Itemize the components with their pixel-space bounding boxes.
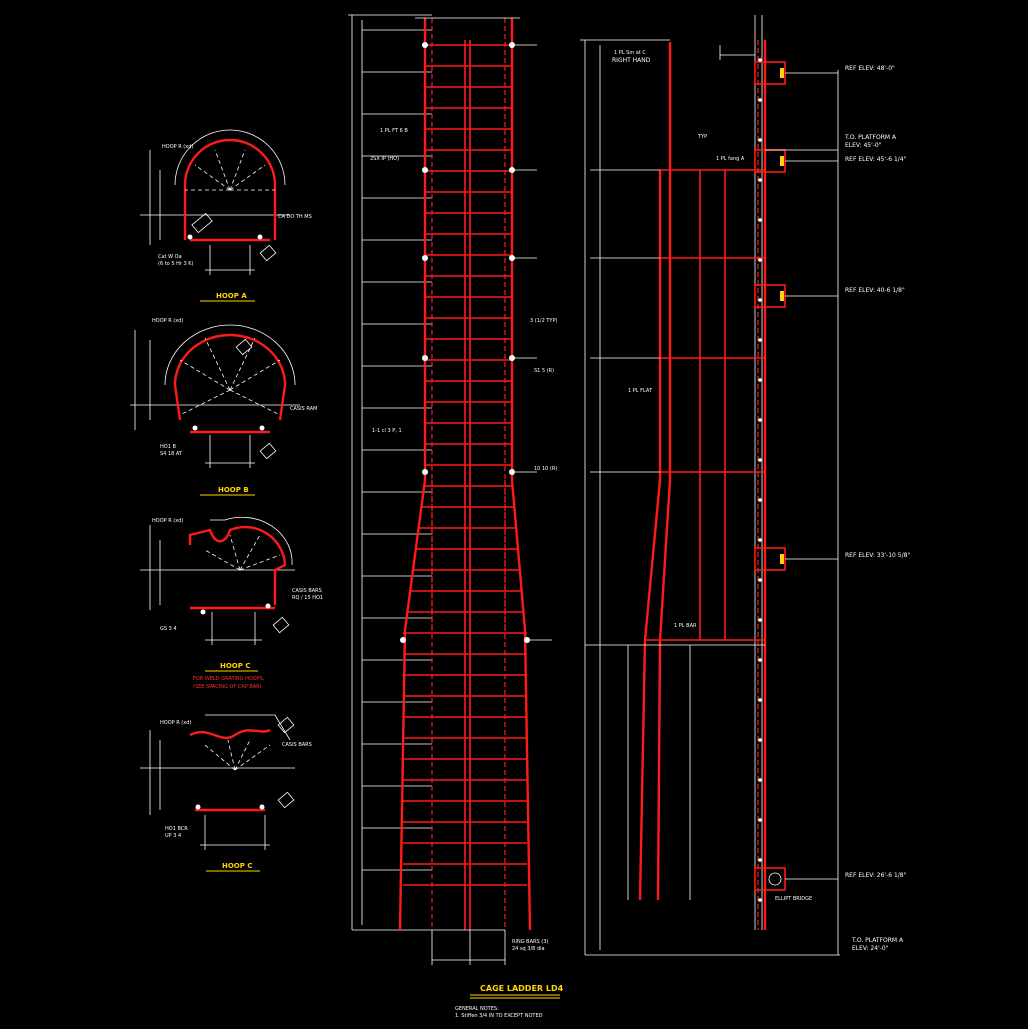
drawing-title-block: CAGE LADDER LD4 GENERAL NOTES: 1. Stiffe… bbox=[455, 984, 564, 1019]
elev-label-7: REF ELEV: 26'-6 1/8" bbox=[845, 872, 907, 879]
hoop-c2-note-1: HOOP R (xd) bbox=[160, 720, 191, 726]
cage-dot bbox=[758, 218, 762, 222]
front-label-5: S1 5 (R) bbox=[534, 368, 554, 374]
cage-dot bbox=[758, 98, 762, 102]
ladder-side-view: 1 PL Sm at C RIGHT HAND TYP 1 PL fang A … bbox=[580, 15, 840, 956]
rung-joint bbox=[422, 469, 428, 475]
cage-dot bbox=[758, 258, 762, 262]
hoop-b-note-4: S4 18 AT bbox=[160, 451, 183, 457]
cage-dot bbox=[758, 58, 762, 62]
cage-dot bbox=[758, 538, 762, 542]
elev-label-8: T.O. PLATFORM A bbox=[851, 937, 904, 944]
side-label-3: TYP bbox=[697, 134, 707, 140]
elev-label-1: REF ELEV: 48'-0" bbox=[845, 65, 895, 72]
hoop-c1-note-1: HOOP R (xd) bbox=[152, 518, 183, 524]
elev-label-4: REF ELEV: 45'-6 1/4" bbox=[845, 156, 907, 163]
hoop-c1-detail: HOOP R (xd) CASIS BARS RQ / 15 HO1 GS 3 … bbox=[140, 516, 323, 690]
ladder-front-view: 1 PL FT 6 B 1-1 cl 3 P, 1 2SX IP (HO) 3 … bbox=[348, 14, 557, 965]
front-label-4: 3 (1/2 TYP) bbox=[530, 318, 557, 324]
side-label-2: RIGHT HAND bbox=[612, 57, 651, 64]
elev-label-2: T.O. PLATFORM A bbox=[844, 134, 897, 141]
hoop-c1-note-4: GS 3 4 bbox=[160, 626, 177, 632]
side-rung-dots bbox=[758, 58, 762, 902]
elevation-labels: REF ELEV: 48'-0" T.O. PLATFORM A ELEV: 4… bbox=[844, 65, 910, 952]
cage-dot bbox=[758, 778, 762, 782]
hoop-c1-note-3: RQ / 15 HO1 bbox=[292, 595, 323, 601]
hoop-a-detail: HOOP R (xd) CA DO TH MS Cat W Oa (6 to 5… bbox=[140, 129, 312, 302]
front-bottom-note-2: 24 sq 3/8 dia bbox=[512, 946, 545, 952]
hoop-b-note-2: CASIS RAM bbox=[290, 406, 317, 412]
cage-dot bbox=[758, 618, 762, 622]
hoop-a-note-4: (6 to 5 Hr 3 K) bbox=[158, 261, 194, 267]
hoop-c1-title: HOOP C bbox=[220, 662, 250, 670]
cage-dot bbox=[758, 338, 762, 342]
rung-joint bbox=[422, 167, 428, 173]
hoop-c2-note-4: UP 3 4 bbox=[165, 833, 181, 839]
cage-dot bbox=[758, 458, 762, 462]
hoop-a-title: HOOP A bbox=[216, 292, 247, 300]
cage-dot bbox=[758, 138, 762, 142]
ladder-rungs bbox=[400, 42, 552, 886]
elev-label-5: REF ELEV: 40-6 1/8" bbox=[845, 287, 905, 294]
side-label-4: 1 PL fang A bbox=[716, 156, 745, 162]
rung-joint bbox=[422, 255, 428, 261]
cage-dot bbox=[758, 298, 762, 302]
front-bottom-note-1: RING BARS (3) bbox=[512, 939, 548, 945]
cage-dot bbox=[758, 178, 762, 182]
front-label-3: 2SX IP (HO) bbox=[370, 156, 399, 162]
hoop-b-title: HOOP B bbox=[218, 486, 249, 494]
general-notes-heading: GENERAL NOTES: bbox=[455, 1006, 499, 1012]
general-notes-line-1: 1. Stiffen 3/4 IN TO EXCEPT NOTED bbox=[455, 1013, 543, 1019]
elev-label-9: ELEV: 24'-0" bbox=[852, 945, 889, 952]
side-label-1: 1 PL Sm at C bbox=[614, 50, 646, 56]
front-dim-ticks bbox=[362, 29, 432, 871]
hoop-b-note-3: HO1 B bbox=[160, 444, 176, 450]
hoop-a-note-2: CA DO TH MS bbox=[278, 214, 312, 220]
hoop-c-note-line-1: FOR WELD GRATING HOOPS, bbox=[193, 676, 265, 682]
elev-label-6: REF ELEV: 33'-10 5/8" bbox=[845, 552, 910, 559]
cage-dot bbox=[758, 378, 762, 382]
hoop-a-note-1: HOOP R (xd) bbox=[162, 144, 193, 150]
front-label-2: 1-1 cl 3 P, 1 bbox=[372, 428, 402, 434]
front-label-1: 1 PL FT 6 B bbox=[380, 128, 408, 134]
hoop-b-note-1: HOOP R (xd) bbox=[152, 318, 183, 324]
rung-joint bbox=[400, 637, 406, 643]
cage-dot bbox=[758, 818, 762, 822]
hoop-c-note-line-2: (SEE SPACING OF CAP BAR) bbox=[193, 684, 262, 690]
cage-dot bbox=[758, 898, 762, 902]
side-label-7: ELLIPT BRIDGE bbox=[775, 896, 812, 902]
hoop-a-note-3: Cat W Oa bbox=[158, 254, 182, 260]
hoop-c1-note-2: CASIS BARS bbox=[292, 588, 322, 594]
cage-dot bbox=[758, 498, 762, 502]
front-label-6: 10 10 (R) bbox=[534, 466, 557, 472]
elev-label-3: ELEV: 45'-0" bbox=[845, 142, 882, 149]
rung-joint bbox=[422, 42, 428, 48]
drawing-title: CAGE LADDER LD4 bbox=[480, 984, 564, 993]
cage-dot bbox=[758, 858, 762, 862]
hoop-c2-note-2: CASIS BARS bbox=[282, 742, 312, 748]
side-label-6: 1 PL BAR bbox=[674, 623, 697, 629]
side-label-5: 1 PL FLAT bbox=[628, 388, 653, 394]
cage-dot bbox=[758, 658, 762, 662]
hoop-c2-note-3: HO1 BCR bbox=[165, 826, 188, 832]
rung-joint bbox=[422, 355, 428, 361]
hoop-b-detail: HOOP R (xd) CASIS RAM HO1 B S4 18 AT HOO… bbox=[130, 318, 317, 496]
cage-dot bbox=[758, 578, 762, 582]
cage-dot bbox=[758, 698, 762, 702]
hoop-c2-detail: HOOP R (xd) CASIS BARS HO1 BCR UP 3 4 HO… bbox=[140, 714, 312, 872]
hoop-c2-title: HOOP C bbox=[222, 862, 252, 870]
cage-dot bbox=[758, 418, 762, 422]
cage-dot bbox=[758, 738, 762, 742]
